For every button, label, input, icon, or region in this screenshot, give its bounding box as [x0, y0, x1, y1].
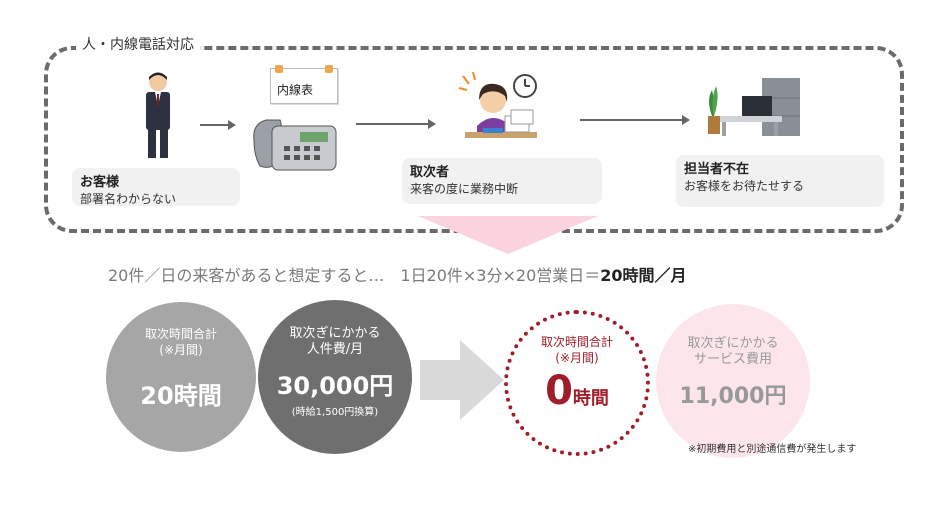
receiver-subtitle: 来客の度に業務中断: [410, 182, 519, 196]
after-cost-label2: サービス費用: [693, 352, 772, 367]
busy-worker-icon: [458, 71, 537, 138]
receiver-title: 取次者: [410, 165, 450, 180]
arrow-head-1: [228, 120, 236, 130]
summary-prefix: 20件／日の来客があると想定すると… 1日20件×3分×20営業日＝: [108, 266, 601, 285]
businessman-icon: [146, 72, 170, 158]
receiver-label: 取次者 来客の度に業務中断: [402, 158, 602, 204]
before-time-circle: 取次時間合計 (※月間) 20時間: [106, 302, 256, 452]
tape-icon: [325, 65, 333, 73]
flow-arrow-3: [580, 119, 682, 121]
summary-line: 20件／日の来客があると想定すると… 1日20件×3分×20営業日＝20時間／月: [108, 262, 687, 286]
tape-icon: [275, 65, 283, 73]
before-time-value: 20時間: [140, 382, 222, 410]
summary-result: 20時間／月: [600, 266, 687, 285]
flow-arrow-1: [200, 124, 228, 126]
absent-label: 担当者不在 お客様をお待たせする: [676, 155, 884, 207]
before-time-label2: (※月間): [159, 343, 203, 357]
customer-label: お客様 部署名わからない: [72, 168, 240, 206]
after-time-label1: 取次時間合計: [540, 335, 613, 349]
after-time-label2: (※月間): [555, 351, 599, 365]
arrow-head-3: [682, 115, 690, 125]
before-cost-label2: 人件費/月: [306, 342, 364, 357]
flow-arrow-2: [356, 123, 428, 125]
after-cost-circle: 取次ぎにかかる サービス費用 11,000円: [656, 304, 810, 458]
office-phone-icon: [253, 119, 337, 171]
customer-subtitle: 部署名わからない: [80, 192, 177, 206]
after-cost-value: 11,000円: [679, 384, 787, 409]
absent-title: 担当者不在: [684, 162, 750, 177]
before-time-label1: 取次時間合計: [144, 327, 217, 341]
arrow-head-2: [428, 119, 436, 129]
after-time-value-unit: 時間: [572, 388, 609, 409]
extension-list-sign: 内線表: [270, 65, 338, 104]
customer-title: お客様: [80, 175, 120, 190]
before-cost-note: (時給1,500円換算): [291, 407, 379, 418]
frame-title: 人・内線電話対応: [76, 34, 200, 54]
before-cost-value: 30,000円: [276, 372, 394, 400]
pink-down-arrow: [418, 216, 598, 254]
extension-list-label: 内線表: [277, 83, 314, 97]
absent-subtitle: お客様をお待たせする: [684, 179, 805, 193]
before-cost-circle: 取次ぎにかかる 人件費/月 30,000円 (時給1,500円換算): [258, 300, 412, 454]
transition-arrow-icon: [420, 340, 504, 420]
empty-desk-icon: [708, 78, 800, 136]
after-time-value-num: 0: [545, 368, 573, 414]
footnote: ※初期費用と別途通信費が発生します: [688, 444, 857, 455]
after-time-circle: 取次時間合計 (※月間) 0時間: [504, 310, 650, 456]
after-cost-label1: 取次ぎにかかる: [687, 336, 779, 351]
after-time-value: 0時間: [508, 368, 646, 414]
before-cost-label1: 取次ぎにかかる: [289, 326, 381, 341]
